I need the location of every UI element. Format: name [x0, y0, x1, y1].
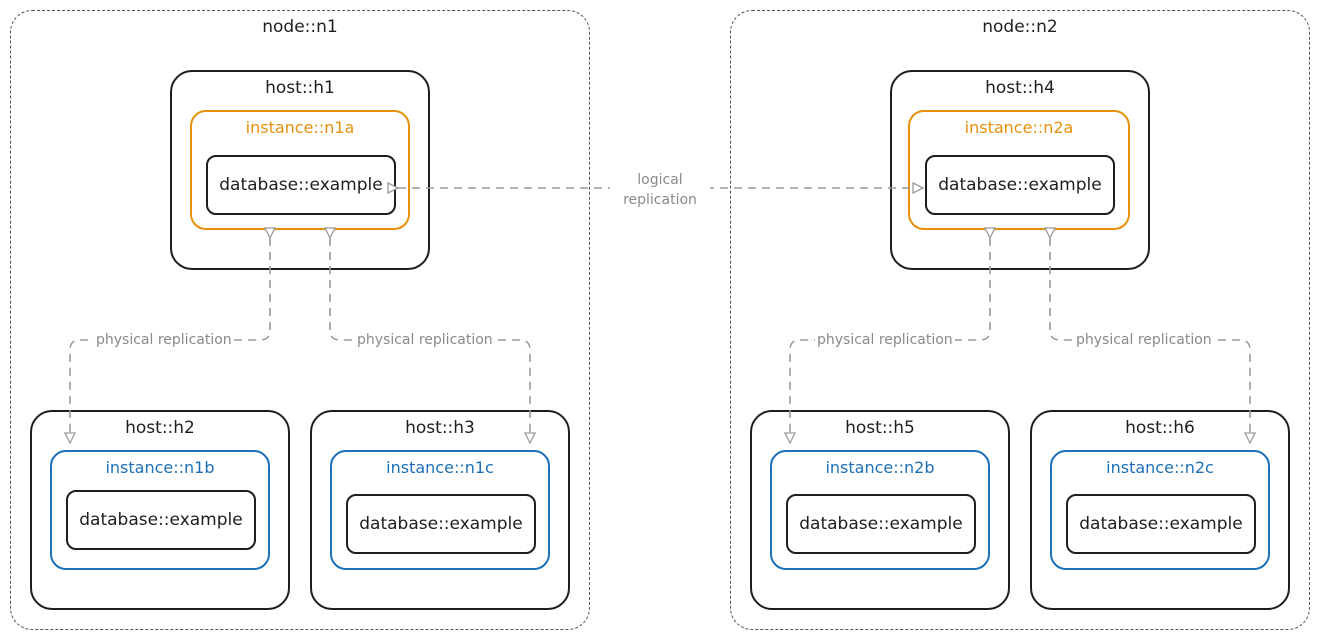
database-n1b: database::example [66, 490, 256, 550]
instance-n2a-label: instance::n2a [964, 118, 1074, 137]
instance-n1a-label: instance::n1a [245, 118, 355, 137]
database-n1c: database::example [346, 494, 536, 554]
physical-replication-label-h5: physical replication [815, 331, 955, 349]
database-n2c: database::example [1066, 494, 1256, 554]
instance-n1b-label: instance::n1b [105, 458, 215, 477]
database-n2b: database::example [786, 494, 976, 554]
logical-label-line2: replication [623, 192, 697, 208]
node-n1-label: node::n1 [262, 17, 338, 37]
database-n2a: database::example [925, 155, 1115, 215]
database-n2c-label: database::example [1079, 514, 1243, 534]
physical-replication-label-h2: physical replication [94, 331, 234, 349]
database-n1c-label: database::example [359, 514, 523, 534]
instance-n1c-label: instance::n1c [386, 458, 494, 477]
host-h4-label: host::h4 [985, 78, 1055, 98]
node-n1: node::n1 [10, 10, 590, 630]
node-n2-label: node::n2 [982, 17, 1058, 37]
node-n2: node::n2 [730, 10, 1310, 630]
database-n1a-label: database::example [219, 175, 383, 195]
physical-replication-label-h3: physical replication [355, 331, 495, 349]
logical-label-line1: logical [637, 172, 683, 188]
database-n2b-label: database::example [799, 514, 963, 534]
instance-n2c-label: instance::n2c [1106, 458, 1214, 477]
database-n2a-label: database::example [938, 175, 1102, 195]
database-n1b-label: database::example [79, 510, 243, 530]
logical-replication-label: logical replication [610, 170, 710, 210]
instance-n2b-label: instance::n2b [825, 458, 935, 477]
physical-replication-label-h6: physical replication [1074, 331, 1214, 349]
database-n1a: database::example [206, 155, 396, 215]
host-h1-label: host::h1 [265, 78, 335, 98]
